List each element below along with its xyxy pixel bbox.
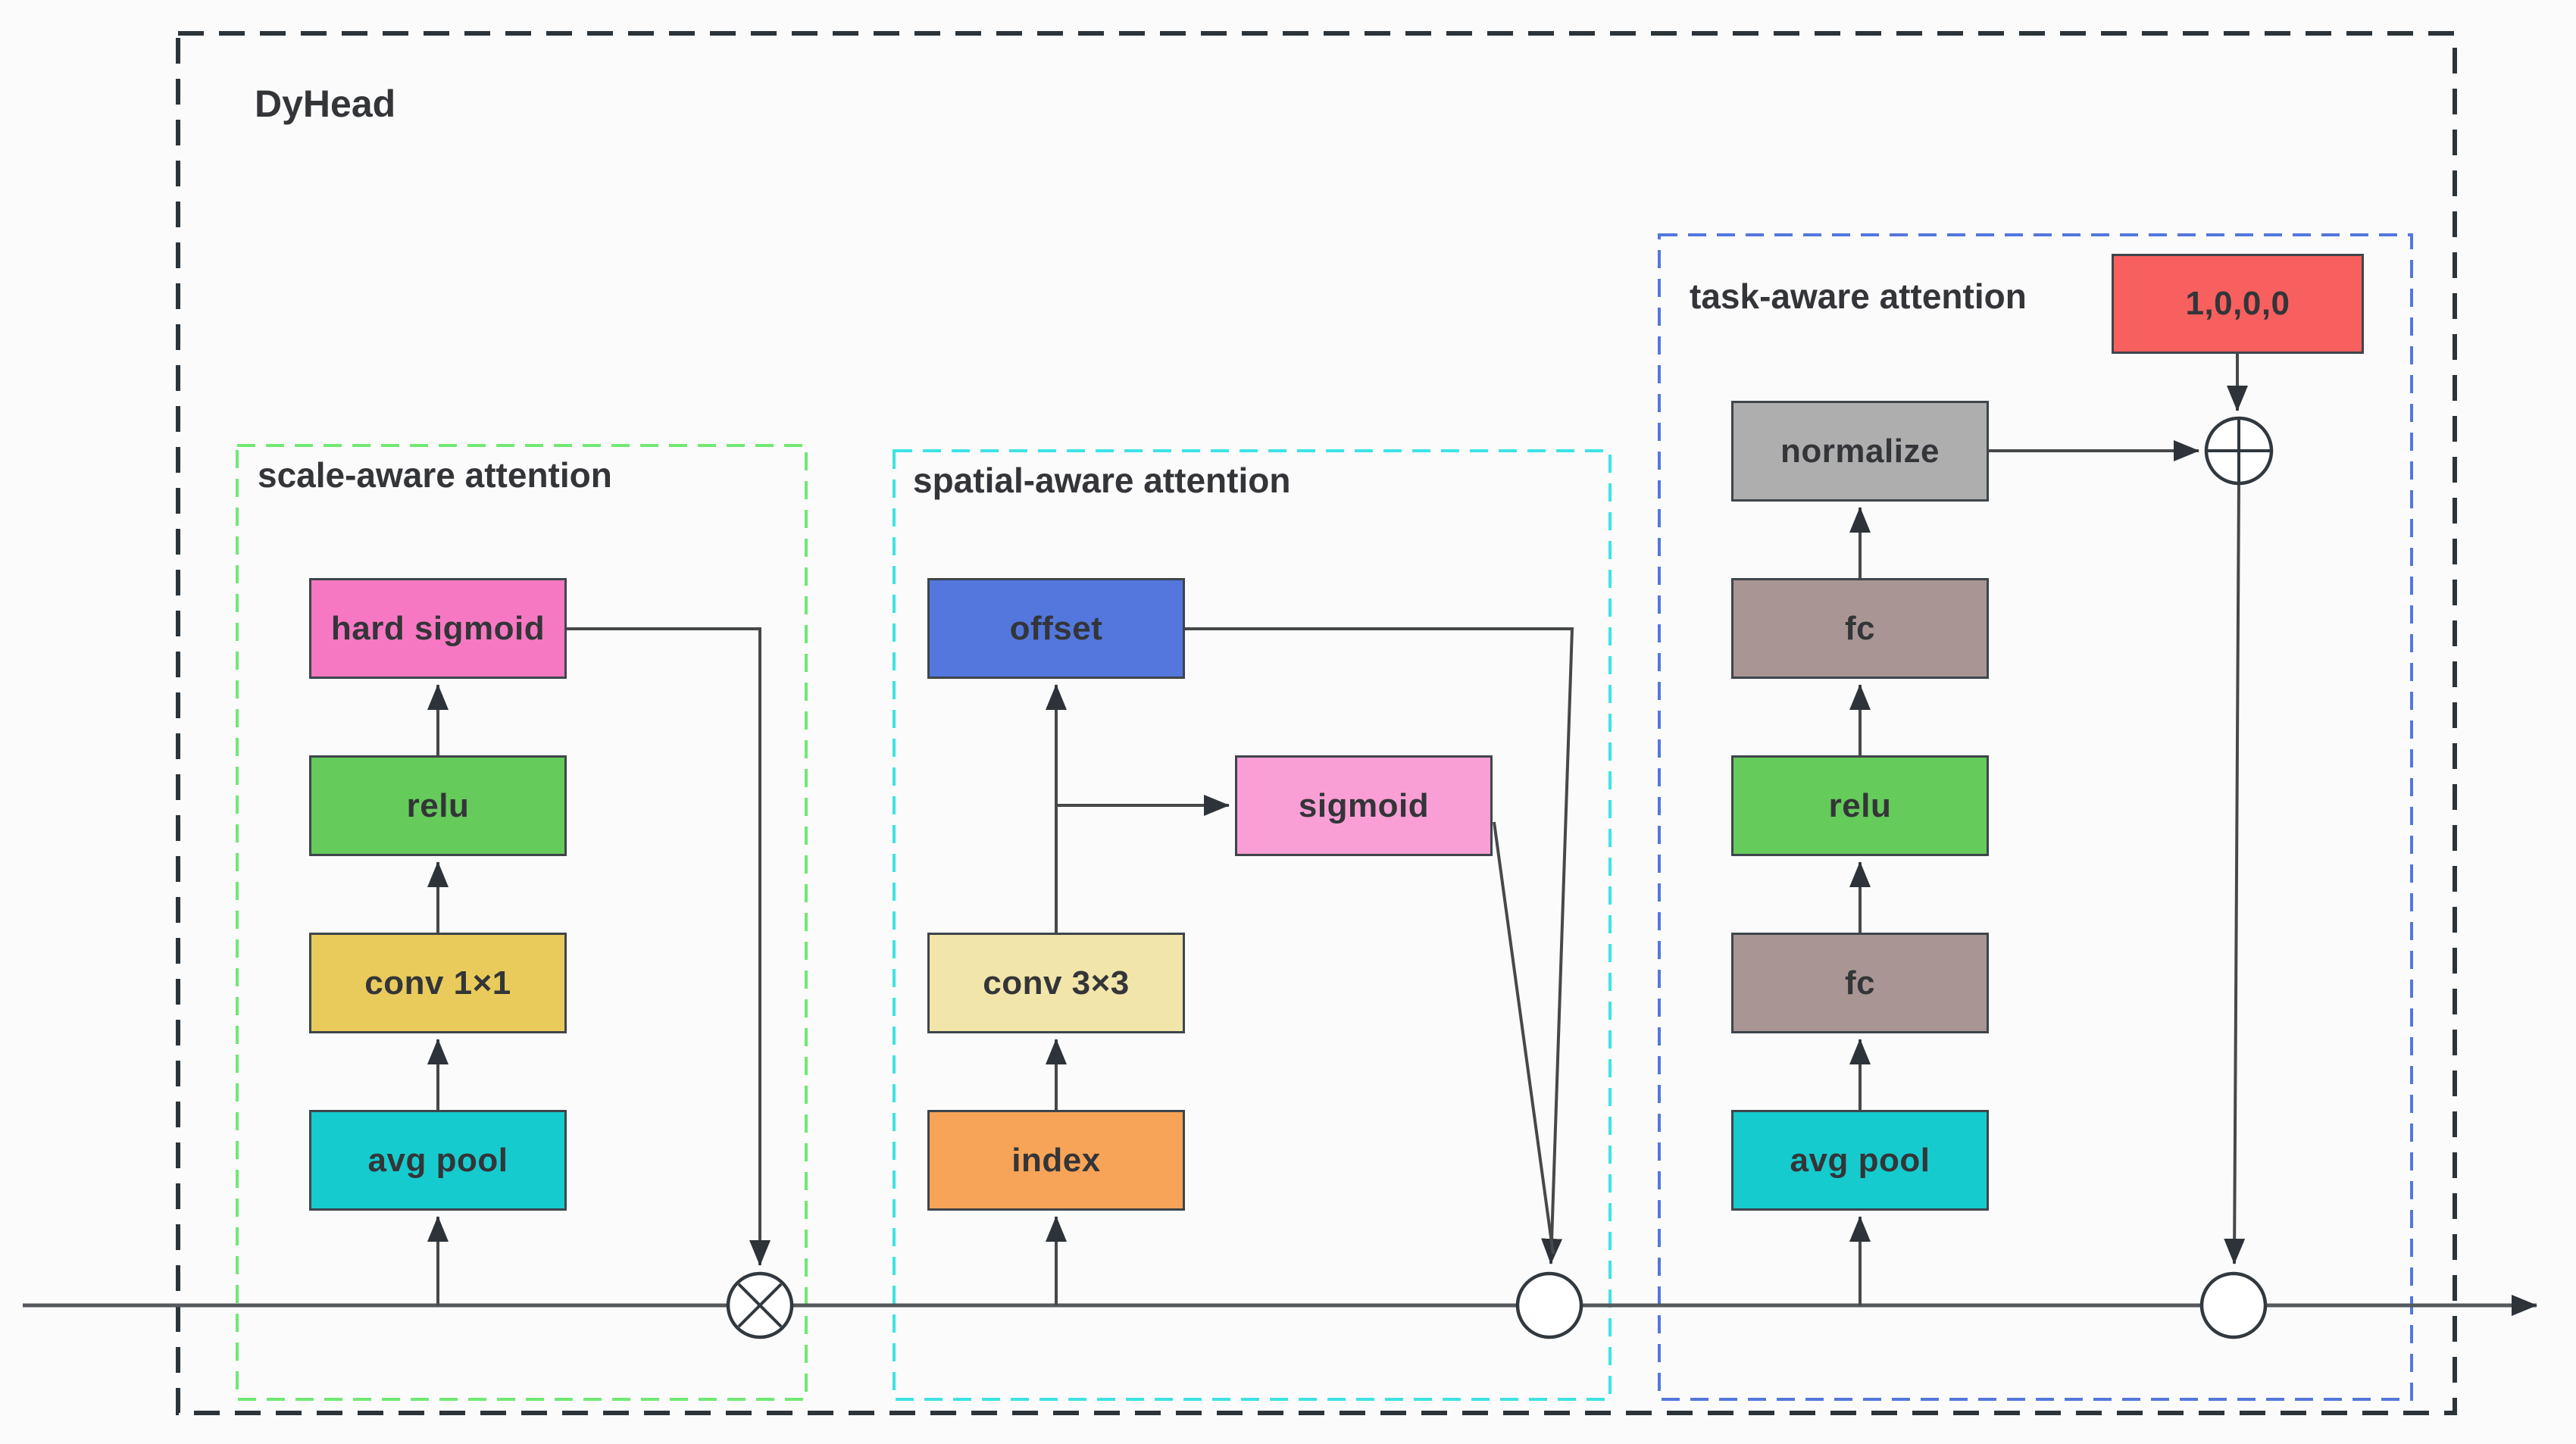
block-index: index — [927, 1110, 1185, 1211]
path-hardsigmoid-to-multiply — [567, 627, 771, 1266]
block-avg-pool-scale: avg pool — [309, 1110, 567, 1211]
junction-node — [1515, 1271, 1583, 1339]
block-offset: offset — [927, 578, 1185, 679]
add-node — [2204, 416, 2274, 486]
block-sigmoid: sigmoid — [1235, 755, 1493, 856]
block-hard-sigmoid: hard sigmoid — [309, 578, 567, 679]
diagram-title: DyHead — [255, 83, 396, 125]
block-avg-pool-task: avg pool — [1731, 1110, 1989, 1211]
output-junction-node — [2199, 1271, 2268, 1339]
block-normalize: normalize — [1731, 401, 1989, 502]
section-title-scale: scale-aware attention — [258, 455, 612, 495]
path-sigmoid-to-junction — [1493, 821, 1555, 1255]
block-fc-upper: fc — [1731, 578, 1989, 679]
block-one-hot: 1,0,0,0 — [2112, 254, 2364, 354]
section-title-spatial: spatial-aware attention — [913, 461, 1291, 500]
block-relu-scale: relu — [309, 755, 567, 856]
block-relu-task: relu — [1731, 755, 1989, 856]
multiply-node — [726, 1271, 794, 1339]
arrow-add-to-output-junction — [2224, 483, 2246, 1264]
scale-aware-box — [236, 444, 808, 1401]
block-conv3x3: conv 3×3 — [927, 933, 1185, 1033]
block-conv1x1: conv 1×1 — [309, 933, 567, 1033]
dyhead-outer-box — [176, 31, 2457, 1415]
spatial-aware-box — [893, 449, 1612, 1401]
path-offset-to-junction — [1185, 627, 1574, 1264]
section-title-task: task-aware attention — [1690, 277, 2027, 316]
block-fc-lower: fc — [1731, 933, 1989, 1033]
task-aware-box — [1658, 233, 2413, 1401]
